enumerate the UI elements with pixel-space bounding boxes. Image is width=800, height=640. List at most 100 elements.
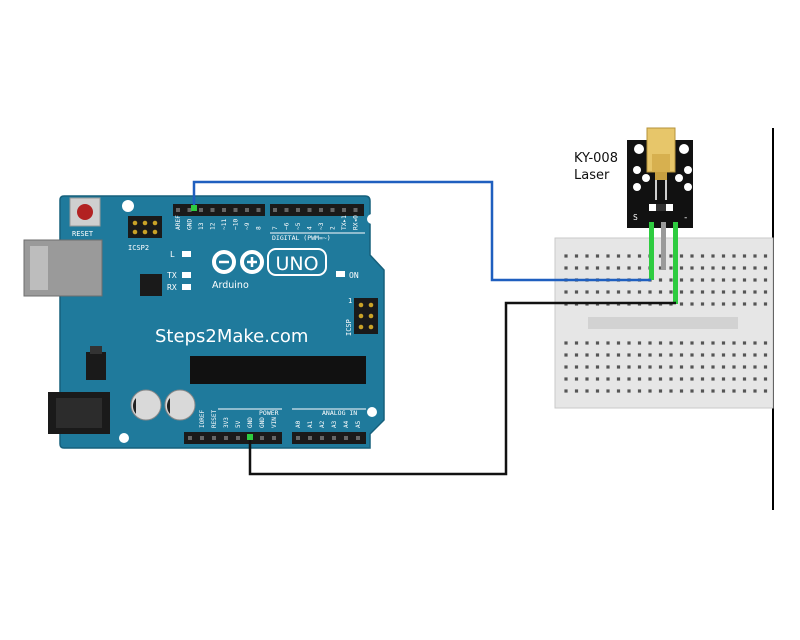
- mounting-hole: [367, 214, 377, 224]
- breadboard-hole: [658, 341, 663, 345]
- voltage-regulator: [86, 352, 106, 380]
- digital-pin-label: 13: [198, 222, 205, 230]
- breadboard-hole: [616, 290, 621, 294]
- breadboard-hole: [669, 365, 673, 369]
- breadboard-hole: [585, 266, 589, 270]
- breadboard-hole: [616, 341, 621, 345]
- module-pin-vcc: [661, 222, 666, 270]
- led-rx: [182, 284, 191, 290]
- breadboard-hole: [627, 365, 631, 369]
- breadboard-hole: [658, 353, 663, 357]
- breadboard-hole: [627, 389, 631, 393]
- breadboard-hole: [721, 353, 726, 357]
- usb-chip: [140, 274, 162, 296]
- capacitor: [130, 389, 162, 421]
- breadboard-hole: [763, 278, 768, 282]
- breadboard-hole: [721, 377, 726, 381]
- led-on-label: ON: [349, 271, 359, 280]
- header-pin: [296, 208, 300, 212]
- breadboard-hole: [637, 266, 642, 270]
- breadboard-hole: [732, 254, 736, 258]
- breadboard-hole: [679, 266, 684, 270]
- led-on: [336, 271, 345, 277]
- led-tx-label: TX: [167, 271, 177, 280]
- breadboard-hole: [648, 389, 652, 393]
- breadboard-hole: [637, 254, 642, 258]
- header-pin: [308, 436, 312, 440]
- header-pin: [284, 208, 289, 212]
- breadboard-hole: [763, 266, 768, 270]
- breadboard-hole: [574, 266, 579, 270]
- signal-wire-pin13-to-laser: [192, 180, 651, 282]
- breadboard-hole: [564, 341, 568, 345]
- reset-button-cap[interactable]: [77, 204, 93, 220]
- digital-pin-label: ~10: [233, 219, 240, 230]
- digital-pin-label: GND: [187, 219, 194, 230]
- breadboard-hole: [627, 341, 631, 345]
- brand-text: Steps2Make.com: [155, 326, 308, 347]
- breadboard-hole: [690, 266, 694, 270]
- breadboard-hole: [711, 254, 715, 258]
- breadboard-hole: [679, 365, 684, 369]
- mounting-hole: [367, 407, 377, 417]
- breadboard-hole: [564, 389, 568, 393]
- analog-pin-label: A5: [355, 420, 362, 428]
- breadboard-hole: [742, 302, 747, 306]
- led-l: [182, 251, 191, 257]
- breadboard-hole: [732, 389, 736, 393]
- header-pin: [330, 208, 335, 212]
- breadboard-hole: [721, 302, 726, 306]
- module-label-line2: Laser: [574, 168, 610, 183]
- module-pin-minus-label: -: [683, 213, 688, 223]
- breadboard-hole: [721, 266, 726, 270]
- header-pin: [187, 208, 192, 212]
- header-pin: [200, 436, 204, 440]
- led-rx-label: RX: [167, 283, 177, 292]
- breadboard-hole: [595, 353, 600, 357]
- digital-pin-label: ~9: [244, 222, 251, 230]
- breadboard-hole: [648, 353, 652, 357]
- breadboard-hole: [690, 290, 694, 294]
- breadboard-hole: [711, 365, 715, 369]
- mounting-hole: [119, 433, 129, 443]
- header-pin: [233, 208, 238, 212]
- breadboard-hole: [585, 353, 589, 357]
- breadboard-hole: [753, 353, 757, 357]
- breadboard-hole: [753, 278, 757, 282]
- breadboard-hole: [690, 278, 694, 282]
- header-pin: [319, 208, 323, 212]
- breadboard-hole: [679, 377, 684, 381]
- digital-pin-label: ~6: [284, 222, 291, 230]
- usb-connector-inner: [30, 246, 48, 290]
- breadboard-hole: [574, 389, 579, 393]
- module-pin-ground: [673, 222, 678, 304]
- breadboard-hole: [753, 266, 757, 270]
- breadboard-hole: [763, 365, 768, 369]
- breadboard-hole: [606, 254, 610, 258]
- digital-pin-label: 2: [330, 226, 337, 230]
- breadboard-hole: [711, 389, 715, 393]
- module-mounting-hole: [634, 144, 644, 154]
- header-pin: [256, 208, 261, 212]
- module-label-line1: KY-008: [574, 151, 618, 166]
- breadboard-hole: [637, 353, 642, 357]
- header-pin: [245, 208, 249, 212]
- breadboard-hole: [742, 365, 747, 369]
- breadboard-hole: [669, 353, 673, 357]
- reset-label: RESET: [72, 230, 94, 238]
- breadboard-hole: [742, 353, 747, 357]
- digital-header-pins: [176, 208, 358, 212]
- header-pin: [353, 208, 358, 212]
- analog-pin-label: A2: [319, 420, 326, 428]
- breadboard-hole: [616, 266, 621, 270]
- breadboard-hole: [606, 365, 610, 369]
- analog-header: [292, 432, 366, 444]
- header-pin: [176, 208, 180, 212]
- breadboard-hole: [732, 353, 736, 357]
- module-pin-signal: [649, 222, 654, 280]
- breadboard-hole: [753, 341, 757, 345]
- breadboard-hole: [700, 266, 705, 270]
- breadboard-hole: [669, 341, 673, 345]
